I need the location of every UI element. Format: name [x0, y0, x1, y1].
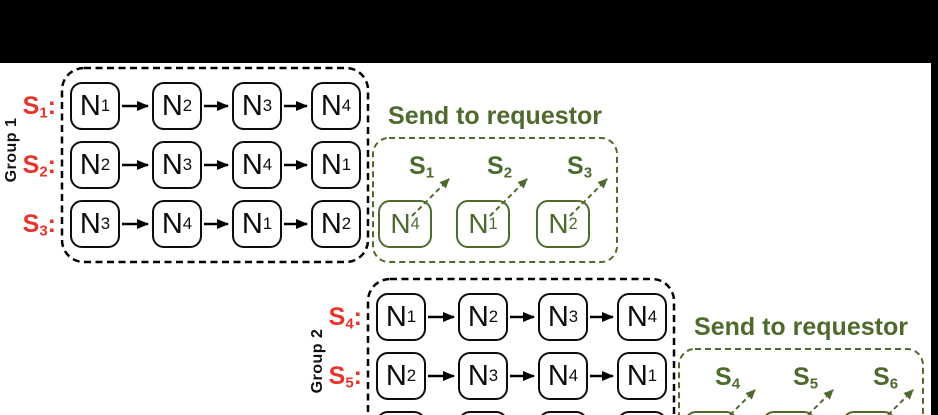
node-box: N3: [376, 411, 426, 415]
node-box: N1: [538, 411, 588, 415]
right-black-bar: [931, 0, 938, 415]
requestor-title: Send to requestor: [694, 313, 908, 341]
requestor-seq-label: S3: [567, 152, 593, 182]
requestor-seq-label: S2: [487, 152, 513, 182]
requestor-seq-label: S4: [715, 363, 741, 393]
sequence-label: S5:: [328, 362, 362, 392]
requestor-seq-label: S6: [873, 363, 899, 393]
node-box: N2: [617, 411, 667, 415]
requestor-node-box: N4: [684, 411, 738, 415]
sequence-label: S4:: [328, 303, 362, 333]
requestor-node-box: N2: [842, 411, 896, 415]
requestor-seq-label: S5: [793, 363, 819, 393]
node-box: N4: [458, 411, 508, 415]
requestor-seq-label: S1: [409, 152, 435, 182]
requestor-node-box: N1: [762, 411, 816, 415]
requestor-title: Send to requestor: [388, 102, 602, 130]
sequence-label: S3:: [22, 210, 56, 240]
sequence-label: S1:: [22, 92, 56, 122]
sequence-label: S2:: [22, 151, 56, 181]
top-black-bar: [0, 0, 938, 63]
